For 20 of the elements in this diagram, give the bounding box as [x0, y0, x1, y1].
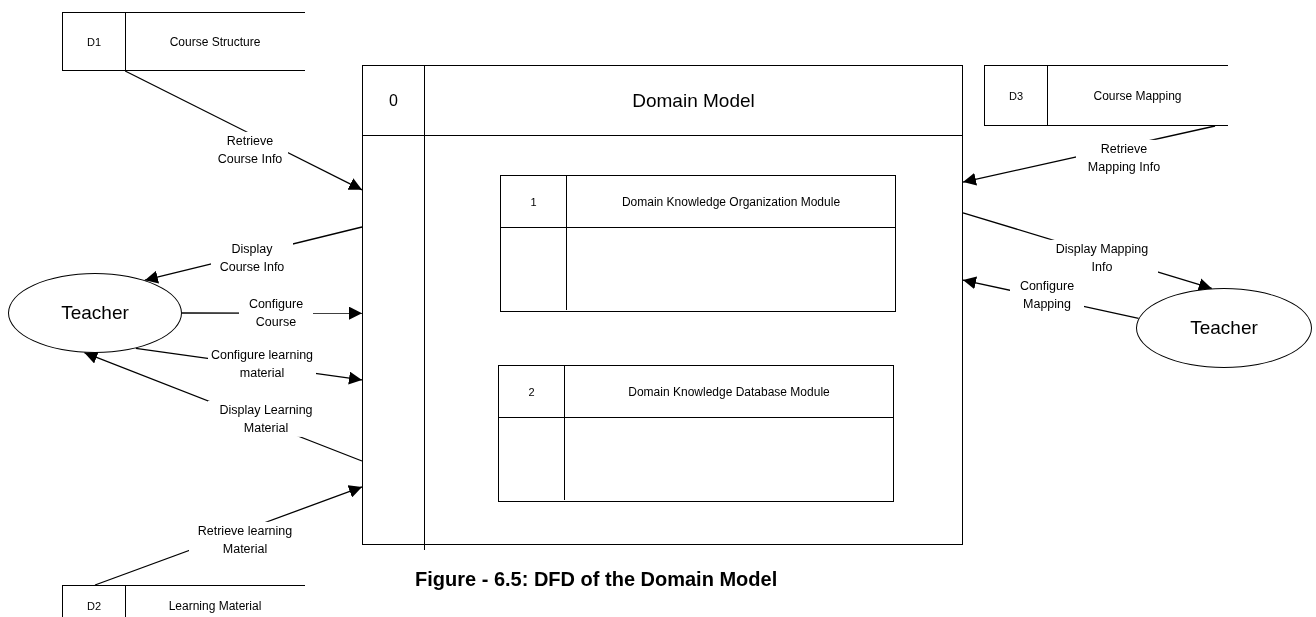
- process-number: 0: [389, 91, 398, 110]
- store-id: D3: [1008, 89, 1024, 102]
- process-number: 1: [530, 195, 537, 208]
- process-number: 2: [528, 385, 535, 398]
- process-title: Domain Knowledge Organization Module: [621, 194, 841, 209]
- entity-name: Teacher: [61, 302, 129, 324]
- data-store: [62, 12, 305, 71]
- store-name: Learning Material: [168, 598, 262, 613]
- process-title: Domain Knowledge Database Module: [628, 384, 830, 399]
- figure-caption: Figure - 6.5: DFD of the Domain Model: [415, 568, 778, 591]
- data-store: [62, 585, 305, 617]
- process-box: [498, 365, 894, 502]
- process-box: [500, 175, 896, 312]
- store-id: D2: [86, 599, 102, 612]
- entity-name: Teacher: [1190, 317, 1258, 339]
- store-name: Course Mapping: [1093, 88, 1182, 103]
- data-store: [984, 65, 1228, 126]
- store-name: Course Structure: [169, 34, 261, 49]
- process-title: Domain Model: [632, 89, 755, 112]
- store-id: D1: [86, 35, 102, 48]
